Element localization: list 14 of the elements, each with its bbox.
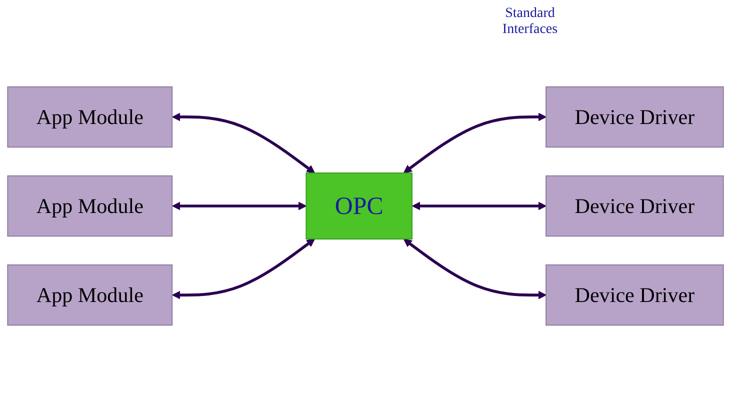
node-box: App Module: [7, 264, 173, 326]
node-box: App Module: [7, 86, 173, 148]
node-box: Device Driver: [546, 175, 724, 237]
arrow: [172, 112, 315, 174]
arrow: [172, 202, 307, 210]
node-box: Device Driver: [546, 86, 724, 148]
arrow: [404, 238, 546, 300]
annotation-label: Standard Interfaces: [501, 6, 559, 38]
node-box: OPC: [306, 172, 412, 240]
node-box: App Module: [7, 175, 173, 237]
arrow: [412, 202, 546, 210]
arrow: [404, 112, 546, 174]
arrow: [172, 238, 315, 300]
node-box: Device Driver: [546, 264, 724, 326]
